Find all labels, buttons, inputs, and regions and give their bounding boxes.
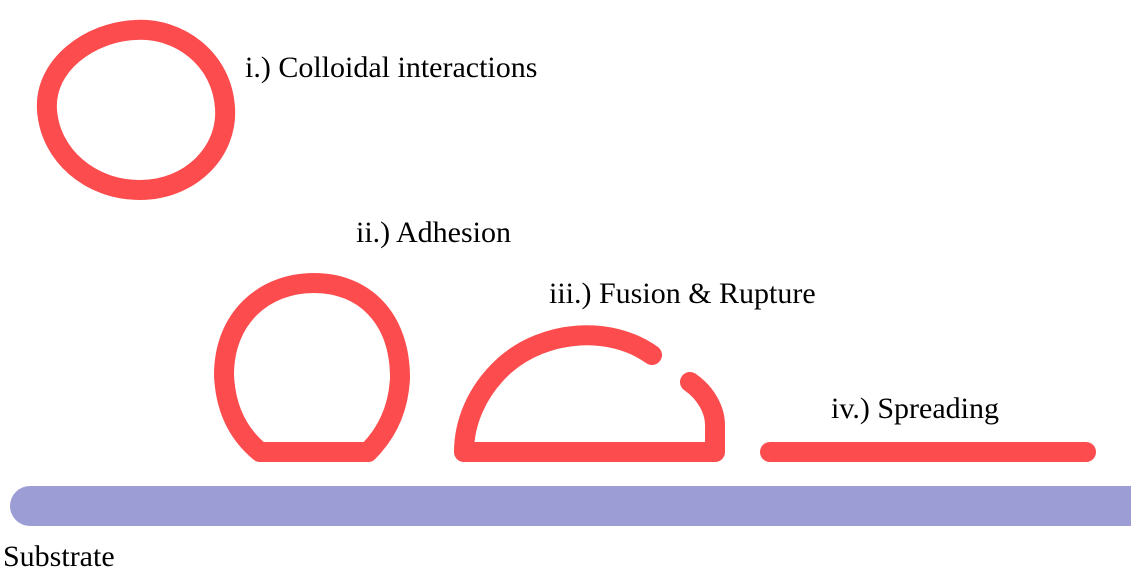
free-vesicle <box>36 19 236 200</box>
ruptured-vesicle-left <box>454 325 725 462</box>
stage-i-label: i.) Colloidal interactions <box>245 51 537 84</box>
stage-ii-label: ii.) Adhesion <box>356 216 511 249</box>
adhered-vesicle <box>214 273 410 462</box>
stage-iii-label: iii.) Fusion & Rupture <box>549 277 816 310</box>
stage-iv-label: iv.) Spreading <box>831 392 999 425</box>
substrate-label: Substrate <box>3 540 115 573</box>
